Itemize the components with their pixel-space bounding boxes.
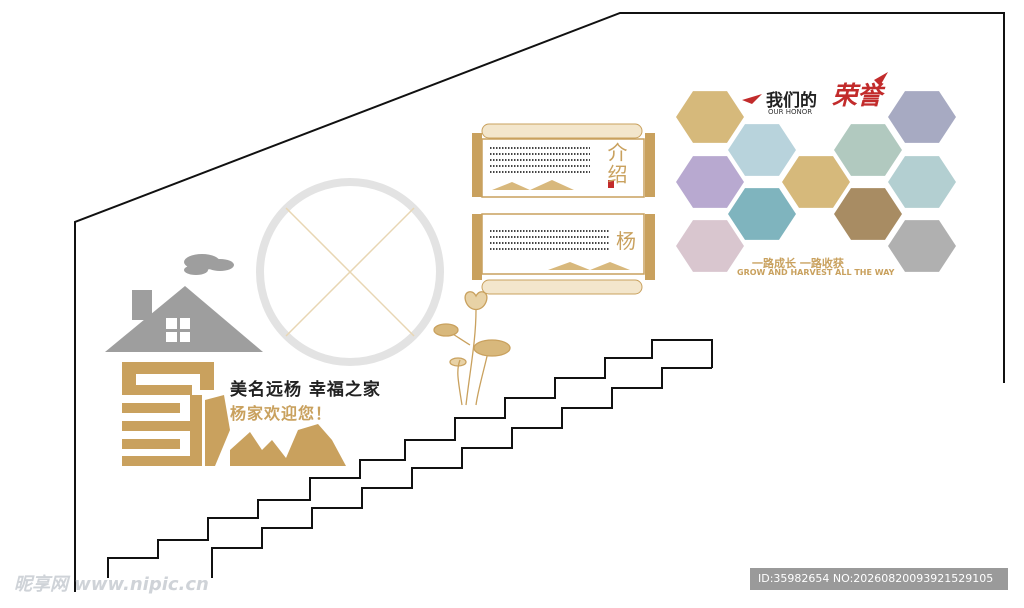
slogan-line-2: 杨家欢迎您！ bbox=[230, 404, 333, 423]
honor-hexagon bbox=[782, 156, 850, 208]
honor-hexagon bbox=[888, 91, 956, 143]
jia-character-logo bbox=[122, 362, 346, 466]
wall-outline bbox=[74, 12, 1005, 592]
honor-subtitle-en: OUR HONOR bbox=[768, 108, 813, 116]
honor-hexagon bbox=[834, 188, 902, 240]
paper-plane-icon bbox=[742, 72, 888, 104]
cloud-icon bbox=[184, 254, 234, 275]
honor-hexagon bbox=[888, 220, 956, 272]
honor-title-prefix: 我们的 bbox=[766, 91, 817, 111]
house-icon bbox=[105, 286, 263, 352]
honor-hexagon bbox=[728, 124, 796, 176]
staircase-upper bbox=[211, 367, 712, 578]
seal-stamp bbox=[608, 180, 614, 188]
round-window bbox=[256, 178, 444, 366]
honor-hexagon bbox=[676, 156, 744, 208]
watermark-left: 昵享网 www.nipic.cn bbox=[14, 574, 209, 595]
scroll-text-placeholder bbox=[490, 147, 610, 250]
honor-title-emphasis: 荣誉 bbox=[832, 81, 883, 110]
honor-hexagon bbox=[676, 220, 744, 272]
honor-tagline-en: GROW AND HARVEST ALL THE WAY bbox=[737, 268, 895, 277]
scroll-label-top: 介绍 bbox=[604, 142, 628, 186]
honor-hexagon bbox=[676, 91, 744, 143]
staircase-lower bbox=[107, 339, 713, 578]
honor-hexagon bbox=[888, 156, 956, 208]
scroll-label-bottom: 杨 bbox=[616, 229, 636, 253]
honor-hexagon bbox=[728, 188, 796, 240]
honor-hexagon bbox=[834, 124, 902, 176]
lotus-icon bbox=[433, 291, 511, 406]
slogan-line-1: 美名远杨 幸福之家 bbox=[230, 380, 381, 400]
honor-tagline-cn: 一路成长 一路收获 bbox=[752, 257, 844, 270]
watermark-id-bar: ID:35982654 NO:20260820093921529105 bbox=[750, 568, 1008, 590]
honor-hexagons bbox=[676, 91, 956, 272]
